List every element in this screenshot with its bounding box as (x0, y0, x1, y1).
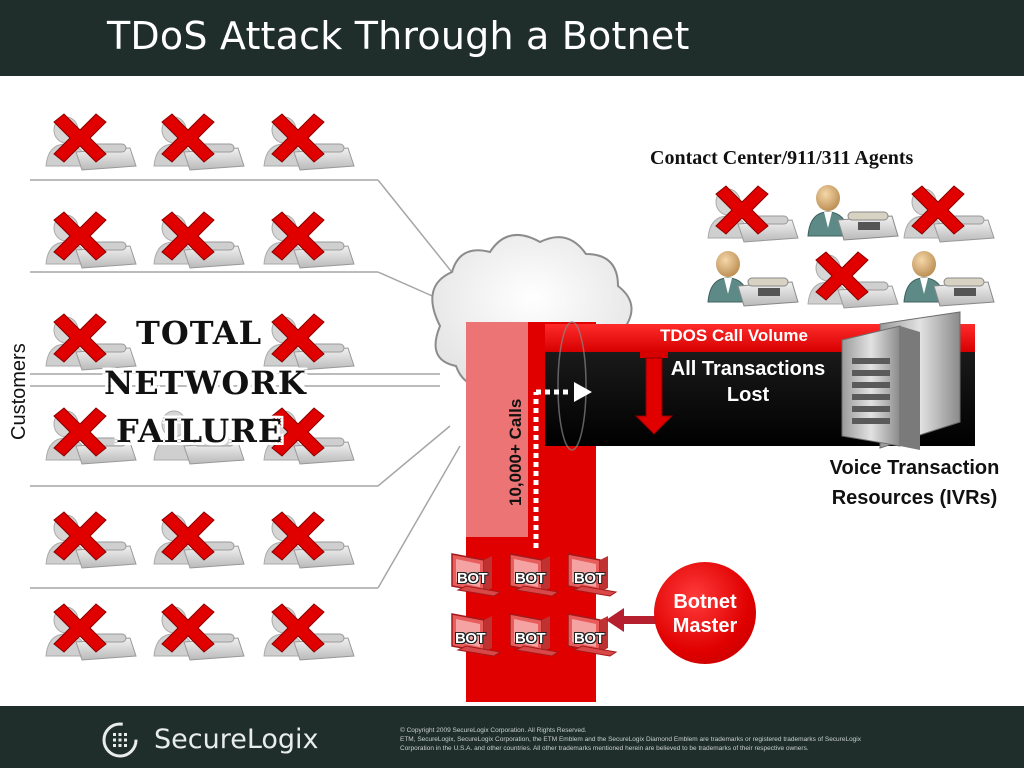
bot-label: BOT (515, 630, 546, 647)
tdos-call-volume-label: TDOS Call Volume (660, 326, 808, 345)
transactions-lost-label: All Transactions Lost (670, 358, 826, 406)
voice-resources-label: Voice Transaction Resources (IVRs) (829, 457, 1000, 509)
agents-label: Contact Center/911/311 Agents (650, 147, 914, 169)
diagram-canvas (30, 113, 995, 702)
footer-bar: SecureLogix © Copyright 2009 SecureLogix… (0, 706, 1024, 768)
botnet-master-label: Botnet Master (672, 591, 738, 637)
page-title: TDoS Attack Through a Botnet (107, 14, 690, 58)
bot-label: BOT (455, 630, 486, 647)
copyright-line: ETM, SecureLogix, SecureLogix Corporatio… (400, 736, 861, 743)
securelogix-logo: SecureLogix (100, 720, 330, 758)
botnet-master-arrow (606, 608, 656, 632)
failure-text-line2: NETWORK (104, 364, 307, 402)
copyright-line: © Copyright 2009 SecureLogix Corporation… (400, 727, 587, 734)
calls-count-label: 10,000+ Calls (506, 398, 525, 506)
bot-label: BOT (515, 570, 546, 587)
customers-label: Customers (8, 343, 30, 440)
botnet-master-node: Botnet Master (654, 562, 756, 664)
bot-label: BOT (574, 630, 605, 647)
failure-text-line1: TOTAL (136, 314, 263, 352)
agent-grid (707, 184, 995, 309)
calls-arrow-icon (574, 382, 592, 402)
failure-text-line3: FAILURE (116, 412, 284, 450)
customer-connection-lines (30, 179, 461, 589)
copyright-line: Corporation in the U.S.A. and other coun… (400, 745, 809, 752)
bot-label: BOT (457, 570, 488, 587)
server-icon (841, 311, 961, 450)
calls-dotted-path (533, 389, 572, 548)
header-bar: TDoS Attack Through a Botnet (0, 0, 1024, 76)
logo-text: SecureLogix (154, 724, 319, 755)
logo-emblem-icon (102, 722, 138, 758)
bot-label: BOT (574, 570, 605, 587)
copyright-notice: © Copyright 2009 SecureLogix Corporation… (400, 726, 900, 753)
